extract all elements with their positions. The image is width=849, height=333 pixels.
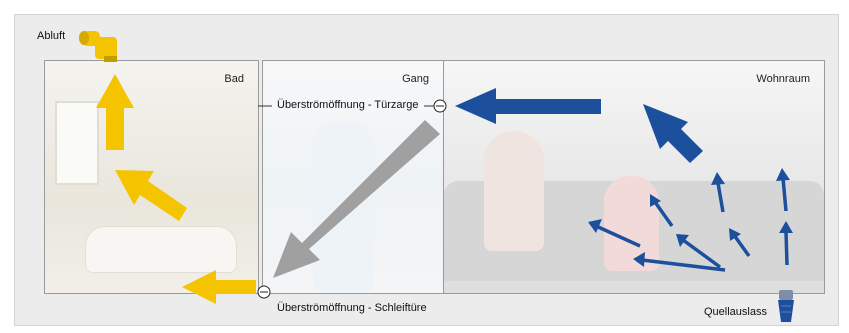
vent-opening-icon — [257, 285, 271, 299]
exhaust-arrow-diagonal — [115, 170, 187, 221]
exhaust-arrow-up — [96, 74, 134, 150]
vent-opening-icon — [433, 99, 447, 113]
room-bath: Bad — [44, 60, 259, 294]
supply-arrow-small-head — [650, 194, 661, 207]
exhaust-label: Abluft — [37, 30, 66, 42]
duct-elbow-icon — [79, 31, 117, 62]
supply-arrow-large-left — [455, 88, 601, 124]
supply-arrow-small-head — [729, 228, 741, 241]
room-hall: Gang — [262, 60, 444, 294]
room-label-living: Wohnraum — [756, 73, 810, 85]
room-label-bath: Bad — [224, 73, 244, 85]
supply-arrow-small — [716, 182, 725, 213]
supply-arrow-small-head — [633, 252, 645, 267]
transfer-arrow — [273, 120, 440, 278]
source-outlet-label: Quellauslass — [704, 306, 767, 318]
supply-arrow-small-head — [776, 168, 790, 181]
exhaust-arrow-left — [182, 270, 256, 304]
outlet-diffuser-icon — [778, 290, 794, 322]
door-frame-vent-label: Überströmöffnung - Türzarge — [277, 99, 419, 111]
bath-window — [55, 101, 99, 185]
supply-arrow-small — [681, 238, 722, 269]
supply-arrow-small-head — [588, 219, 602, 233]
supply-arrow-small — [781, 177, 788, 212]
supply-arrow-small — [595, 224, 641, 248]
supply-arrow-small-head — [779, 221, 793, 233]
room-label-hall: Gang — [402, 73, 429, 85]
supply-arrow-small-head — [676, 234, 689, 247]
supply-arrows-small — [588, 168, 793, 272]
bath-tub — [85, 226, 237, 273]
living-person-child — [604, 176, 659, 271]
supply-arrow-small-head — [711, 172, 725, 185]
supply-arrow-large-diagonal — [643, 104, 703, 163]
supply-arrow-small — [653, 200, 674, 228]
room-living: Wohnraum — [443, 60, 825, 294]
supply-arrow-small — [641, 258, 726, 272]
supply-arrow-small — [784, 231, 789, 266]
door-gap-vent-label: Überströmöffnung - Schleiftüre — [277, 302, 427, 314]
living-person-woman — [484, 131, 544, 251]
supply-arrow-small — [732, 233, 751, 258]
